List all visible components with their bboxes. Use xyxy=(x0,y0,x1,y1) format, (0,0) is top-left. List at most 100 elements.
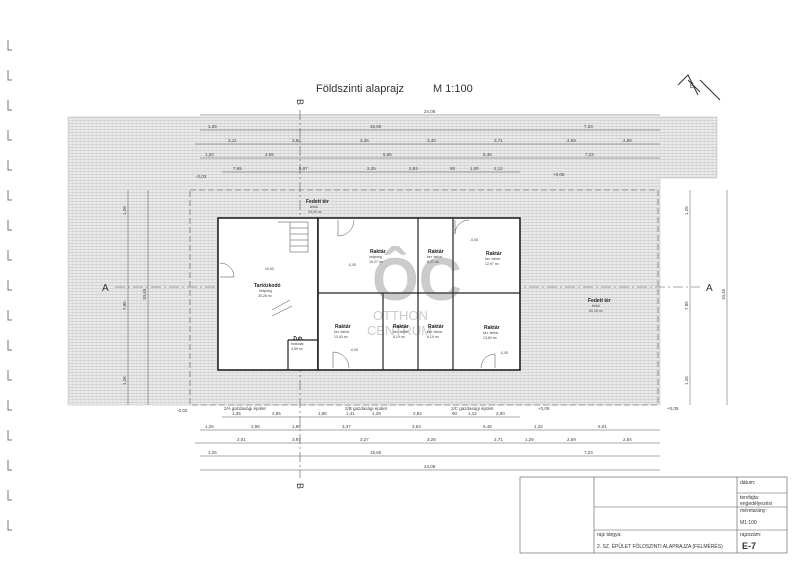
building-walls xyxy=(217,217,521,371)
level-mark: +0,05 xyxy=(538,406,550,411)
room-sub: burkolat xyxy=(291,342,303,346)
sheet-label: rajzszám: xyxy=(740,532,761,538)
dim: 1,26 xyxy=(684,206,689,215)
room-level: -0,05 xyxy=(470,238,478,242)
room-area: 13,40 m² xyxy=(334,335,349,339)
level-mark: +0,05 xyxy=(553,172,565,177)
dim: 2,69 xyxy=(567,138,576,143)
watermark-line1: OTTHON xyxy=(373,308,428,323)
dim: 7,23 xyxy=(585,152,594,157)
interior-walls xyxy=(287,218,520,370)
room-name: Raktár xyxy=(393,324,409,330)
dim: 1,25 xyxy=(205,424,214,429)
room-sub: térkő xyxy=(310,205,318,209)
room-area: 60,28 m² xyxy=(589,309,604,313)
dim: 1,20 xyxy=(205,152,214,157)
room-sub: helyiség xyxy=(259,289,272,293)
building-label: 2/C gazdasági épület xyxy=(451,406,494,411)
staircase xyxy=(271,221,309,317)
dim: 1,26 xyxy=(122,376,127,385)
dim: 2,88 xyxy=(623,138,632,143)
dim: 6,01 xyxy=(598,424,607,429)
dim: 15,60 xyxy=(370,450,382,455)
dim: 1,00 xyxy=(470,166,479,171)
room-area: 30,28 m² xyxy=(258,294,273,298)
dim: 4,55 xyxy=(265,152,274,157)
north-arrow-icon xyxy=(677,74,721,101)
dim: 1,41 xyxy=(346,411,355,416)
roof-outline xyxy=(189,189,659,406)
dim: 10,45 xyxy=(721,288,726,300)
dim: 1,25 xyxy=(208,124,217,129)
room-sub: térkő xyxy=(592,304,600,308)
section-a-left: A xyxy=(102,283,109,294)
north-label: É xyxy=(690,83,694,90)
room-level: -0,05 xyxy=(500,351,508,355)
room-sub: ker. beton xyxy=(483,331,498,335)
dim: 2,25 xyxy=(367,166,376,171)
title-block xyxy=(519,476,788,554)
room-name: Raktár xyxy=(335,324,351,330)
room-sub: ker. beton xyxy=(485,257,500,261)
dim: 90 xyxy=(452,411,458,416)
dim: 1,85 xyxy=(292,424,301,429)
scale-label: méretarány: xyxy=(740,508,767,514)
dim: 2,01 xyxy=(237,437,246,442)
dim: 7,65 xyxy=(233,166,242,171)
watermark-line2: CENTRUM xyxy=(367,323,432,338)
dim: 2,71 xyxy=(494,437,503,442)
room-name: Raktár xyxy=(370,249,386,255)
room-name: Raktár xyxy=(428,324,444,330)
level-mark: -0,02 xyxy=(177,408,188,413)
room-labels: Tartózkodó helyiség 30,28 m² ±0,00 Zuh. … xyxy=(254,199,611,355)
doors xyxy=(219,219,496,369)
dimension-lines xyxy=(127,114,728,471)
watermark-mark: ÔC xyxy=(372,246,462,313)
dim: 3,28 xyxy=(427,437,436,442)
dim: 3,27 xyxy=(360,437,369,442)
dim: 1,28 xyxy=(372,411,381,416)
drawing-scale: M 1:100 xyxy=(433,83,473,95)
scale-value: M1:100 xyxy=(740,520,757,526)
room-area: 6,19 m² xyxy=(427,335,440,339)
dim: 2,85 xyxy=(272,411,281,416)
dim: 2,84 xyxy=(623,437,632,442)
design-phase-value: engedélyezési xyxy=(740,501,772,507)
design-phase-label: tervfajta: xyxy=(740,495,759,501)
dim: 1,26 xyxy=(684,376,689,385)
room-area: 16,27 m² xyxy=(369,260,384,264)
dim: 5,97 xyxy=(299,166,308,171)
room-level: -0,05 xyxy=(350,348,358,352)
drawing-title: Földszinti alaprajz xyxy=(316,83,404,95)
dim: 2,82 xyxy=(413,411,422,416)
level-mark: +0,05 xyxy=(667,406,679,411)
room-name: Zuh. xyxy=(293,336,304,342)
level-mark: -0,03 xyxy=(196,174,207,179)
dim: 3,97 xyxy=(292,437,301,442)
dim: 15,60 xyxy=(370,124,382,129)
room-sub: ker. beton xyxy=(427,255,442,259)
dim: 1,25 xyxy=(208,450,217,455)
dim: 3,35 xyxy=(360,138,369,143)
dim: 2,86 xyxy=(251,424,260,429)
dim: 2,12 xyxy=(494,166,503,171)
room-name: Fedett tér xyxy=(306,199,329,205)
dim: 1,26 xyxy=(122,206,127,215)
dim: 7,23 xyxy=(584,450,593,455)
room-area: 8,27 m² xyxy=(427,260,440,264)
dim: 2,93 xyxy=(409,166,418,171)
binder-marks xyxy=(7,40,12,531)
room-level: ±0,00 xyxy=(265,267,274,271)
dim: 3,11 xyxy=(228,138,237,143)
room-sub: ker. beton xyxy=(427,330,442,334)
room-name: Tartózkodó xyxy=(254,283,281,289)
dim-top-total: 24,08 xyxy=(424,109,436,114)
date-label: dátum: xyxy=(740,480,755,486)
room-area: 34,40 m² xyxy=(308,210,323,214)
room-name: Raktár xyxy=(486,251,502,257)
sheet-value: E-7 xyxy=(742,541,756,551)
section-a-right: A xyxy=(706,283,713,294)
subject-label: rajz tárgya: xyxy=(597,532,622,538)
dim: 1,85 xyxy=(318,411,327,416)
